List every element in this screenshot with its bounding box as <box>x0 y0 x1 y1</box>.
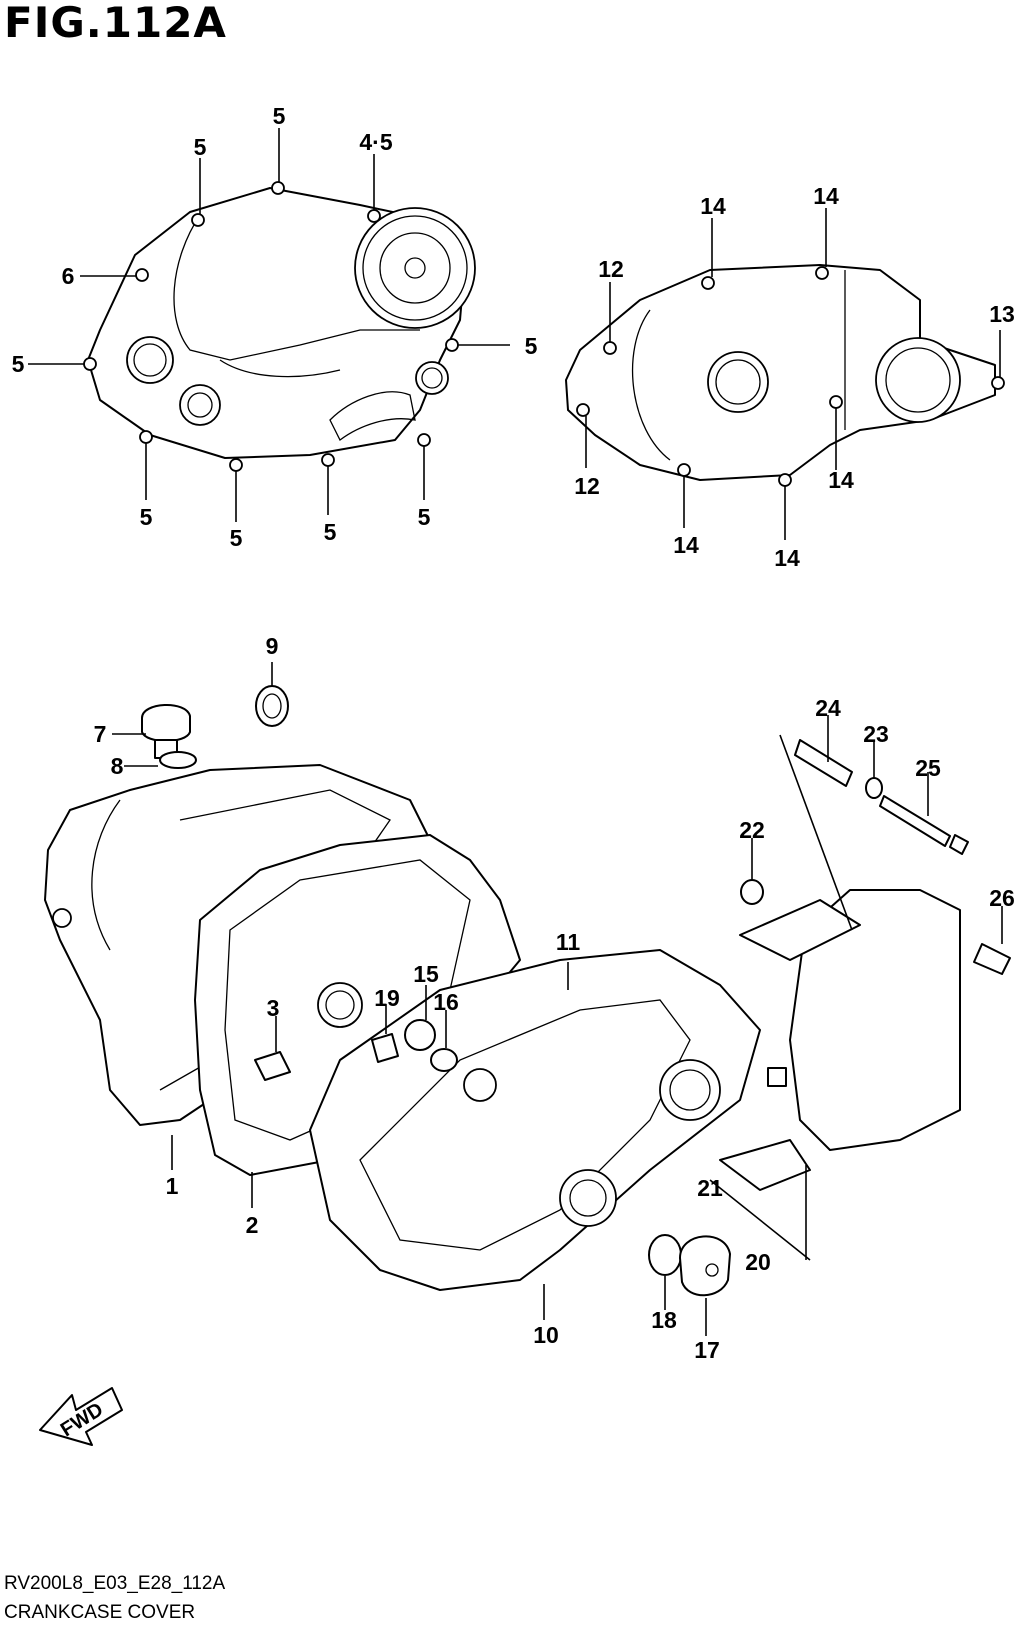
callout-2: 2 <box>246 1212 259 1238</box>
callout-7: 7 <box>94 721 107 747</box>
callout-23: 23 <box>863 721 889 747</box>
callout-11: 11 <box>556 929 581 955</box>
callout-14: 14 <box>828 467 854 493</box>
callout-8: 8 <box>111 753 124 779</box>
callout-5: 5 <box>140 504 153 530</box>
callout-3: 3 <box>267 995 280 1021</box>
callout-22: 22 <box>739 817 765 843</box>
callout-16: 16 <box>433 989 459 1015</box>
callout-14: 14 <box>813 183 839 209</box>
callout-14: 14 <box>774 545 800 571</box>
callout-26: 26 <box>989 885 1015 911</box>
callout-5: 5 <box>273 103 286 129</box>
callout-20: 20 <box>745 1249 771 1275</box>
callout-14: 14 <box>700 193 726 219</box>
callout-5: 5 <box>194 134 207 160</box>
callout-6: 6 <box>62 263 75 289</box>
callout-12: 12 <box>574 473 600 499</box>
clutch-cover-gasket-drawing <box>83 181 476 472</box>
callout-24: 24 <box>815 695 841 721</box>
callout-5: 5 <box>525 333 538 359</box>
callout-5: 5 <box>324 519 337 545</box>
crankcase-assembly-drawing <box>39 685 1011 1446</box>
callout-15: 15 <box>413 961 439 987</box>
callout-10: 10 <box>533 1322 559 1348</box>
callout-1: 1 <box>166 1173 179 1199</box>
callout-12: 12 <box>598 256 624 282</box>
callout-19: 19 <box>374 985 400 1011</box>
diagram-code: RV200L8_E03_E28_112A <box>4 1573 226 1594</box>
fwd-arrow-icon <box>39 1387 123 1446</box>
callout-21: 21 <box>697 1175 723 1201</box>
callout-5: 5 <box>12 351 25 377</box>
callout-5: 5 <box>230 525 243 551</box>
callouts: 5 5 4·5 6 5 5 5 5 5 5 12 14 14 13 12 14 … <box>12 103 1015 1363</box>
magneto-cover-gasket-drawing <box>565 264 1005 487</box>
callout-18: 18 <box>651 1307 677 1333</box>
figure-title: FIG.112A <box>4 0 227 47</box>
callout-5: 5 <box>418 504 431 530</box>
callout-13: 13 <box>989 301 1015 327</box>
diagram-name: CRANKCASE COVER <box>4 1602 196 1623</box>
callout-17: 17 <box>694 1337 720 1363</box>
callout-14: 14 <box>673 532 699 558</box>
callout-4-5: 4·5 <box>359 129 392 155</box>
leader-lines <box>28 128 1003 1336</box>
callout-25: 25 <box>915 755 941 781</box>
callout-9: 9 <box>266 633 279 659</box>
